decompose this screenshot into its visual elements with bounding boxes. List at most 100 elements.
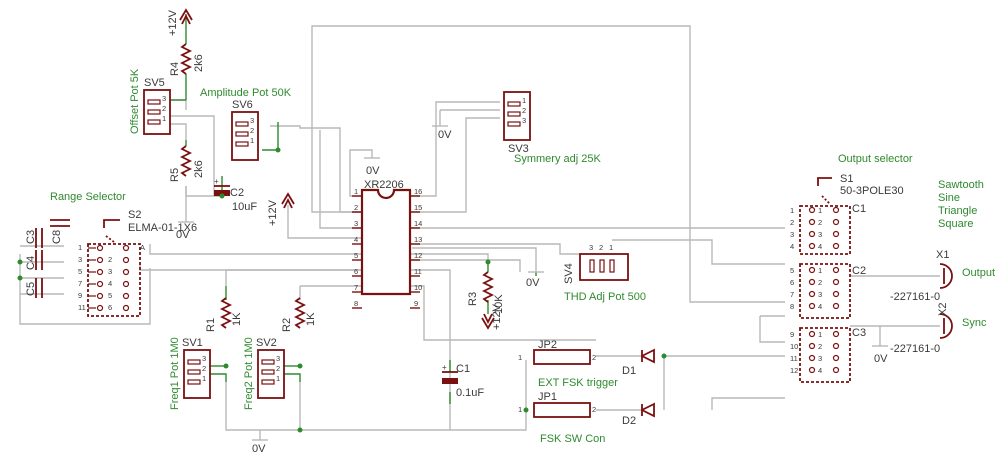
svg-text:1: 1 [518,405,522,414]
svg-text:C3: C3 [25,230,37,244]
resistor-r2: R2 1K [281,297,317,332]
svg-text:R2: R2 [281,318,293,332]
svg-text:ELMA-01-1X6: ELMA-01-1X6 [128,222,197,234]
ic-pin-label: 13 [414,235,422,244]
switch-pin-label: 11 [790,354,798,363]
ic-pin-label: 6 [354,267,358,276]
pot-sv1: 321 SV1 Freq1 Pot 1M0 [169,337,211,410]
svg-text:JP2: JP2 [538,339,557,351]
capacitors-range: C3 C4 C5 C8 [25,219,70,298]
switch-pin-label: 2 [818,278,822,287]
svg-text:C1: C1 [456,363,470,375]
svg-text:0V: 0V [366,165,380,177]
svg-text:JP1: JP1 [538,391,557,403]
svg-text:Offset Pot 5K: Offset Pot 5K [129,68,141,134]
switch-pin-label: 4 [108,279,112,288]
pot-pin-label: 3 [250,116,254,125]
svg-text:C4: C4 [25,256,37,270]
switch-pin-label: 9 [790,330,794,339]
svg-text:+12V: +12V [491,303,503,330]
svg-text:+12V: +12V [267,199,279,226]
pot-sv6: 321 SV6 Amplitude Pot 50K [200,87,292,161]
svg-text:C2: C2 [230,187,244,199]
svg-text:D2: D2 [622,415,636,427]
switch-pin-label: 6 [790,278,794,287]
switch-pin-label: 4 [818,302,822,311]
switch-pin-label: 1 [818,330,822,339]
svg-text:R5: R5 [169,168,181,182]
svg-text:SV5: SV5 [144,77,165,89]
svg-text:+: + [442,363,447,372]
resistor-r1: R1 1K [205,297,243,332]
svg-text:FSK SW Con: FSK SW Con [540,433,605,445]
switch-pin-label: 1 [818,266,822,275]
svg-text:C3: C3 [852,327,866,339]
svg-text:10uF: 10uF [232,201,257,213]
pot-sv2: 321 SV2 Freq2 Pot 1M0 [243,337,285,410]
svg-text:SV4: SV4 [563,263,575,284]
svg-text:0.1uF: 0.1uF [456,387,484,399]
ic-pin-label: 4 [354,235,358,244]
switch-pin-label: 5 [108,291,112,300]
ic-pin-label: 9 [414,299,418,308]
diode-d2: D2 [622,402,655,427]
svg-text:Range Selector: Range Selector [50,191,126,203]
pot-pin-label: 2 [599,243,603,252]
svg-text:C8: C8 [51,230,63,244]
svg-text:X2: X2 [937,303,949,316]
ic-pin-label: 8 [354,299,358,308]
resistor-r5: R5 2k6 [169,145,205,182]
waveform-labels: Sawtooth Sine Triangle Square [938,179,984,230]
switch-pin-label: 4 [818,366,822,375]
switch-pin-label: 9 [78,291,82,300]
switch-pin-label: 1 [818,206,822,215]
svg-text:-227161-0: -227161-0 [890,343,940,355]
ic-pin-label: 2 [354,203,358,212]
connector-x2: X2 -227161-0 Sync [890,303,987,355]
switch-pin-label: 2 [818,342,822,351]
switch-pin-label: 3 [78,255,82,264]
junctions [17,147,667,433]
pot-sv5: 321 SV5 Offset Pot 5K [129,68,171,135]
svg-text:Square: Square [938,218,973,230]
jumper-jp1: JP1 FSK SW Con 1 2 [518,391,605,445]
pot-pin-label: 2 [202,364,206,373]
svg-text:2k6: 2k6 [193,54,205,72]
svg-text:C2: C2 [852,265,866,277]
pot-pin-label: 3 [522,116,526,125]
switch-pin-label: 5 [790,266,794,275]
svg-text:1K: 1K [231,312,243,326]
connector-x1: X1 -227161-0 Output [890,249,995,303]
svg-text:SV3: SV3 [508,143,529,155]
svg-text:Output: Output [962,267,995,279]
svg-text:Output selector: Output selector [838,153,913,165]
switch-pin-label: 4 [818,242,822,251]
pot-sv3: 123 SV3 Symmery adj 25K [503,91,601,165]
pot-pin-label: 1 [522,96,526,105]
switch-pin-label: 7 [790,290,794,299]
pot-pin-label: 3 [276,354,280,363]
pot-pin-label: 1 [162,114,166,123]
switch-pin-label: A [140,243,145,252]
ground-0v-2: 0V [432,125,452,141]
svg-text:SV2: SV2 [256,337,277,349]
svg-text:0V: 0V [176,229,190,241]
capacitor-c1: C1 0.1uF + [442,363,484,399]
ic-pin-label: 14 [414,219,422,228]
svg-text:0V: 0V [438,129,452,141]
pot-pin-label: 1 [202,374,206,383]
jumper-jp2: JP2 EXT FSK trigger 1 2 [518,339,618,389]
pot-pin-label: 1 [609,243,613,252]
plus12v-top: +12V [167,8,193,36]
switch-pin-label: 11 [78,303,86,312]
svg-text:0V: 0V [252,443,266,455]
svg-text:Sine: Sine [938,192,960,204]
switch-pin-label: 10 [790,342,798,351]
svg-text:X1: X1 [936,249,949,261]
ic-pin-label: 11 [414,267,422,276]
svg-text:SV1: SV1 [182,337,203,349]
svg-text:R4: R4 [169,62,181,76]
ic-pin-label: 12 [414,251,422,260]
svg-text:1: 1 [518,353,522,362]
